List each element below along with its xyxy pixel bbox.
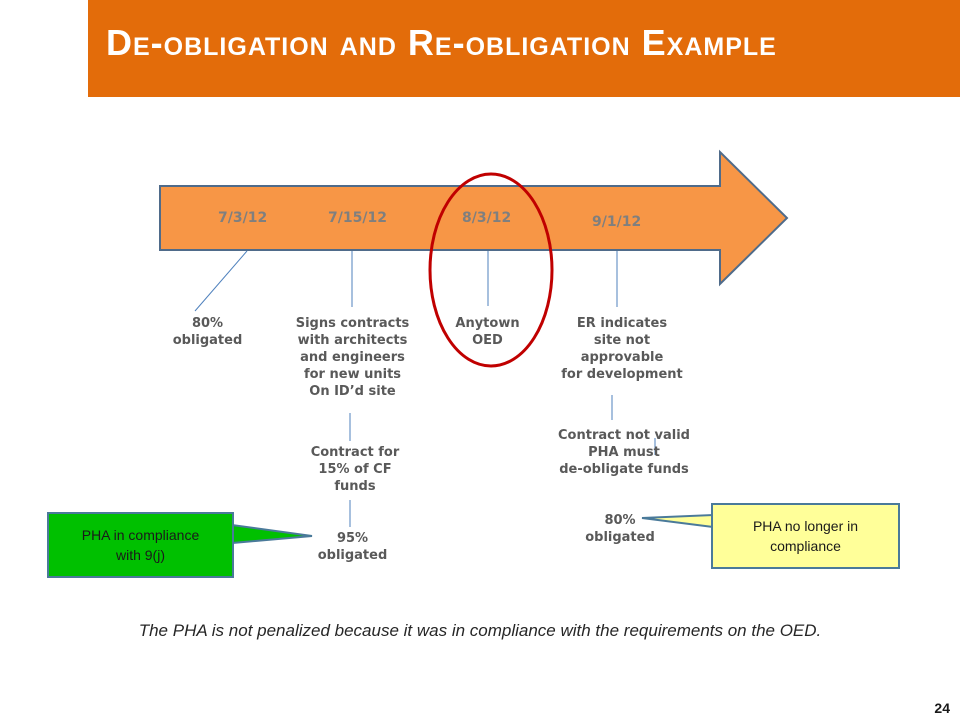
event-contract-not-valid: Contract not valid PHA must de-obligate … (558, 428, 690, 477)
callout-pha-no-longer-in-compliance: PHA no longer in compliance (711, 503, 900, 569)
date-label: 8/3/12 (462, 210, 512, 226)
footnote-text: The PHA is not penalized because it was … (138, 621, 822, 640)
event-95-obligated: 95% obligated (317, 531, 388, 563)
event-signs-contracts: Signs contracts with architects and engi… (295, 316, 410, 399)
connector-line (194, 250, 248, 312)
date-label: 9/1/12 (592, 214, 642, 230)
timeline-arrow (159, 149, 789, 287)
slide-title: De-obligation and Re-obligation Example (106, 22, 777, 63)
callout-pha-in-compliance: PHA in compliance with 9(j) (47, 512, 234, 578)
title-bar: De-obligation and Re-obligation Example (88, 0, 960, 97)
event-contract-15-percent: Contract for 15% of CF funds (310, 445, 400, 494)
event-anytown-oed: Anytown OED (455, 316, 520, 348)
event-er-indicates: ER indicates site not approvable for dev… (561, 316, 683, 382)
oed-highlight-circle (428, 172, 554, 368)
date-label: 7/15/12 (328, 210, 387, 226)
page-number: 24 (934, 700, 950, 716)
date-label: 7/3/12 (218, 210, 268, 226)
event-80-obligated-after: 80% obligated (585, 513, 655, 545)
event-80-obligated: 80% obligated (172, 316, 243, 348)
